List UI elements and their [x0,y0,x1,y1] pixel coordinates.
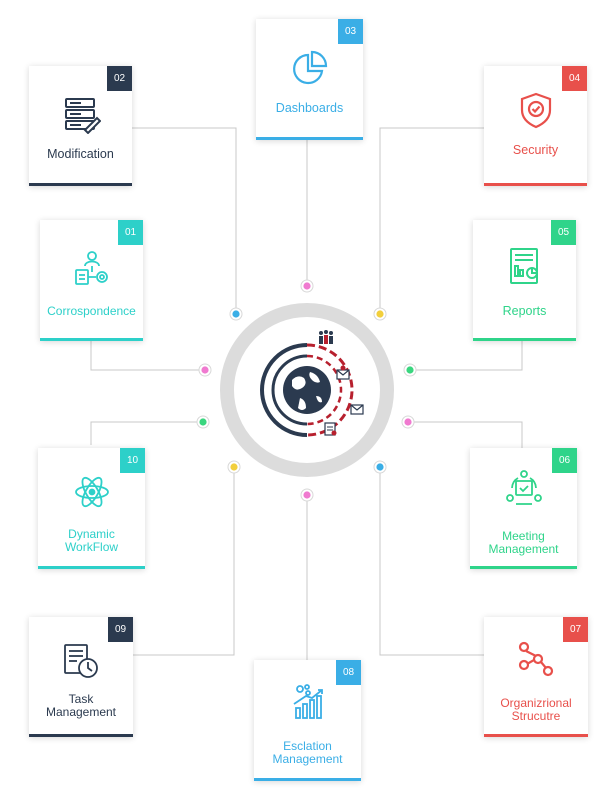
card-label-line1: Esclation [283,739,332,753]
card-label-line2: Management [272,752,343,766]
card-meeting-management[interactable]: 06 Meeting Management [470,448,577,569]
card-number-badge: 08 [336,660,361,685]
card-security[interactable]: 04 Security [484,66,587,186]
report-icon [505,246,545,286]
card-number-badge: 06 [552,448,577,473]
card-label-line1: Meeting [502,529,545,543]
card-label: Security [512,143,559,157]
atom-icon [72,472,112,512]
card-label-line1: Organizrional [500,696,572,710]
card-label: Dashboards [275,101,344,115]
card-number-badge: 04 [562,66,587,91]
user-flow-icon [72,248,112,288]
card-number-badge: 03 [338,19,363,44]
server-stack-icon [61,94,101,134]
card-number-badge: 01 [118,220,143,245]
card-label-line2: WorkFlow [64,540,119,554]
card-correspondence[interactable]: 01 Corrospondence [40,220,143,341]
card-organizational-structure[interactable]: 07 Organizrional Strucutre [484,617,588,737]
card-number-badge: 05 [551,220,576,245]
globe-icon [260,330,364,437]
card-number-badge: 09 [108,617,133,642]
card-label-line1: Dynamic [68,527,115,541]
card-task-management[interactable]: 09 Task Management [29,617,133,737]
card-reports[interactable]: 05 Reports [473,220,576,341]
card-number-badge: 10 [120,448,145,473]
card-number-badge: 02 [107,66,132,91]
card-modification[interactable]: 02 Modification [29,66,132,186]
card-label-line2: Management [488,542,559,556]
meeting-icon [504,468,544,508]
card-label: Modification [47,147,114,161]
pie-chart-icon [290,49,330,89]
card-label: Reports [502,304,547,318]
card-label-line1: Task [68,692,94,706]
card-label-line2: Strucutre [511,709,561,723]
card-escalation-management[interactable]: 08 Esclation Management [254,660,361,781]
ring-dots [196,279,417,502]
connector-lines [90,127,523,660]
growth-chart-icon [288,682,328,722]
task-clock-icon [61,641,101,681]
card-label-line2: Management [45,705,117,719]
network-nodes-icon [516,637,556,677]
hub-ring [220,303,394,477]
card-label: Corrospondence [47,304,136,318]
card-number-badge: 07 [563,617,588,642]
card-dashboards[interactable]: 03 Dashboards [256,19,363,140]
card-dynamic-workflow[interactable]: 10 Dynamic WorkFlow [38,448,145,569]
shield-check-icon [516,90,556,130]
